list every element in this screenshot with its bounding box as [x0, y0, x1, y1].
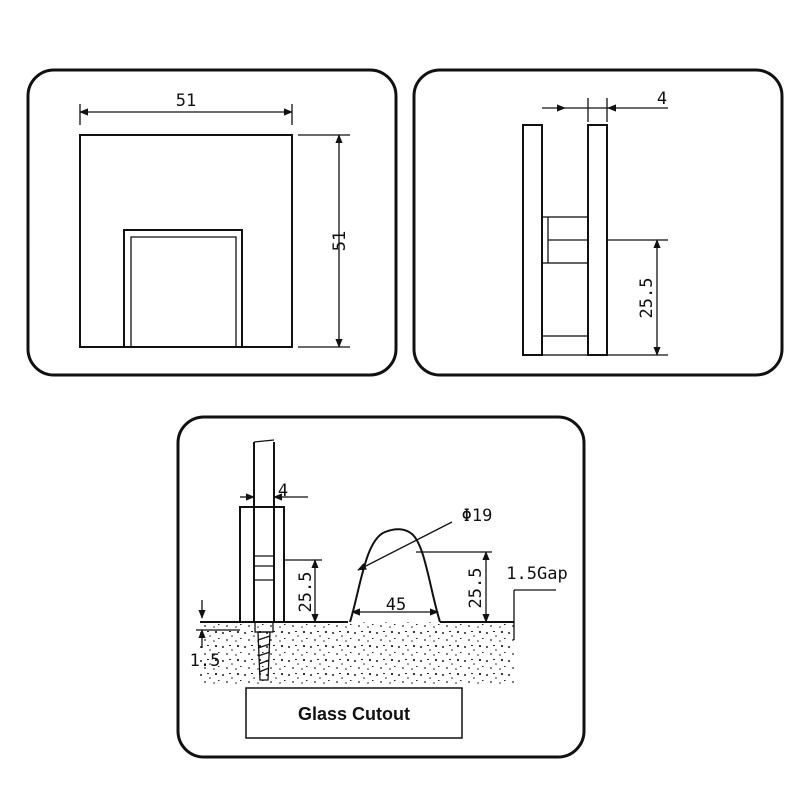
front-plate-outline [79, 134, 293, 348]
glass-substrate [200, 622, 514, 684]
diameter-leader [357, 521, 453, 571]
cone-base-label: 45 [386, 595, 406, 615]
drill-bit [254, 621, 274, 681]
section-view-panel: 4 25.5 1.5 45 Φ19 25.5 1.5Gap Glass Cuto… [176, 415, 586, 759]
front-height-label: 51 [330, 231, 350, 251]
front-width-label: 51 [176, 91, 196, 111]
side-view-frame [412, 68, 784, 377]
section-offset-label: 1.5 [190, 651, 221, 671]
diameter-label: Φ19 [462, 506, 493, 526]
cutout-height-label: 25.5 [466, 568, 486, 609]
section-clamp-height-label: 25.5 [296, 572, 316, 613]
side-lower-block [541, 335, 589, 356]
front-cutout-outer [123, 229, 243, 347]
clamp-glass-top [253, 439, 275, 443]
side-gap-label: 4 [657, 89, 667, 109]
front-view-frame [26, 68, 398, 377]
side-height-label: 25.5 [637, 278, 657, 319]
cone-cutout-profile [349, 528, 441, 623]
section-thickness-label: 4 [278, 481, 288, 501]
gap-label: 1.5Gap [506, 564, 567, 584]
front-cutout-inner [130, 236, 237, 347]
side-view-panel: 4 25.5 [412, 68, 784, 377]
front-view-panel: 51 51 [26, 68, 398, 377]
caption-box [245, 687, 463, 739]
caption-text: Glass Cutout [298, 704, 410, 724]
